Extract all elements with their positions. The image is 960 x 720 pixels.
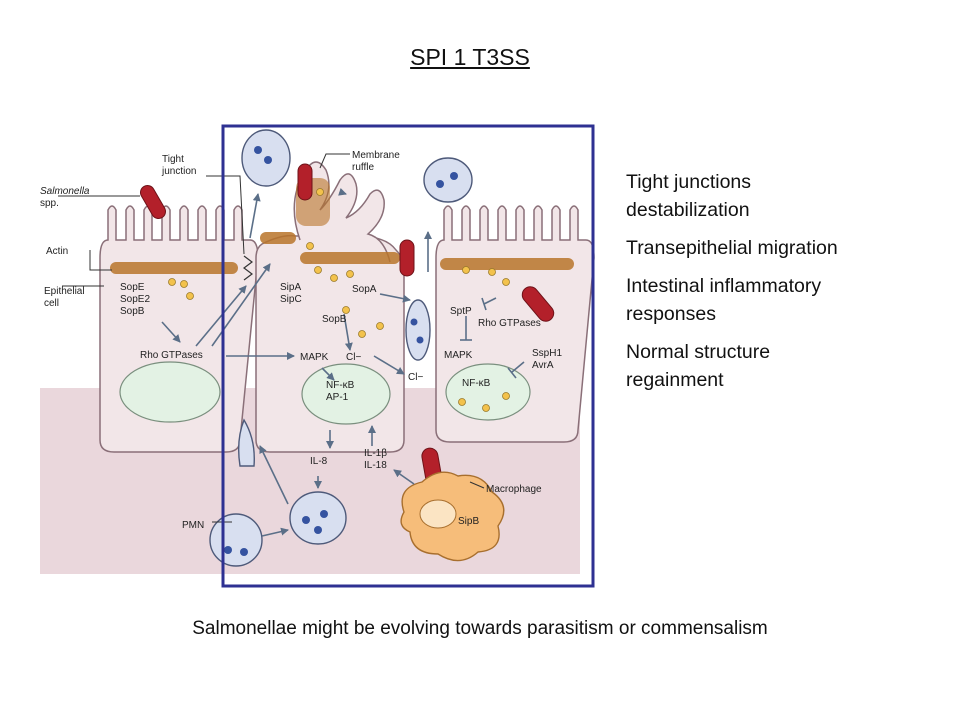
label-sopb-left: SopB [120, 306, 145, 317]
label-sipa: SipA [280, 282, 301, 293]
slide-caption: Salmonellae might be evolving towards pa… [192, 618, 768, 639]
label-rho-left: Rho GTPases [140, 350, 203, 361]
label-avra: AvrA [532, 360, 554, 371]
label-nfkb-right: NF-κB [462, 378, 491, 389]
label-membrane: Membrane [352, 150, 400, 161]
label-cl-mid: Cl− [346, 352, 361, 363]
nucleus-right [445, 363, 531, 421]
label-tight-junction: Tight [162, 154, 184, 165]
label-salmonella: Salmonella [40, 186, 90, 197]
label-il1: IL-1β [364, 448, 387, 459]
label-mapk-right: MAPK [444, 350, 473, 361]
nucleus-left [119, 361, 221, 423]
label-tight-junction-2: junction [161, 166, 196, 177]
label-sopb: SopB [322, 314, 347, 325]
leader-lines [58, 153, 485, 523]
label-sopa: SopA [352, 284, 377, 295]
label-rho-right: Rho GTPases [478, 318, 541, 329]
label-pmn: PMN [182, 520, 204, 531]
label-ruffle: ruffle [352, 162, 374, 173]
label-sope: SopE [120, 282, 145, 293]
label-cell: cell [44, 298, 59, 309]
tight-junction-mark [243, 255, 253, 281]
inhibition-bars [460, 297, 525, 379]
highlight-frame [221, 124, 595, 588]
label-sope2: SopE2 [120, 294, 150, 305]
label-salmonella-spp: spp. [40, 198, 59, 209]
label-ssph1: SspH1 [532, 348, 562, 359]
macrophage-nucleus [419, 499, 457, 529]
label-il8: IL-8 [310, 456, 328, 467]
label-macrophage: Macrophage [486, 484, 542, 495]
label-epithelial: Epithelial [44, 286, 85, 297]
label-il18: IL-18 [364, 460, 387, 471]
label-actin: Actin [46, 246, 68, 257]
actin-bands [110, 178, 574, 274]
slide-title: SPI 1 T3SS [410, 44, 530, 70]
label-sipc: SipC [280, 294, 302, 305]
label-cl-right: Cl− [408, 372, 423, 383]
note-transepithelial: Transepithelial migration [626, 237, 838, 259]
neutrophil-lobes [224, 146, 458, 556]
label-ap1: AP-1 [326, 392, 349, 403]
nucleus-middle [301, 363, 391, 425]
label-sipb: SipB [458, 516, 479, 527]
label-nfkb-mid: NF-κB [326, 380, 355, 391]
label-mapk-mid: MAPK [300, 352, 329, 363]
label-sptp: SptP [450, 306, 472, 317]
